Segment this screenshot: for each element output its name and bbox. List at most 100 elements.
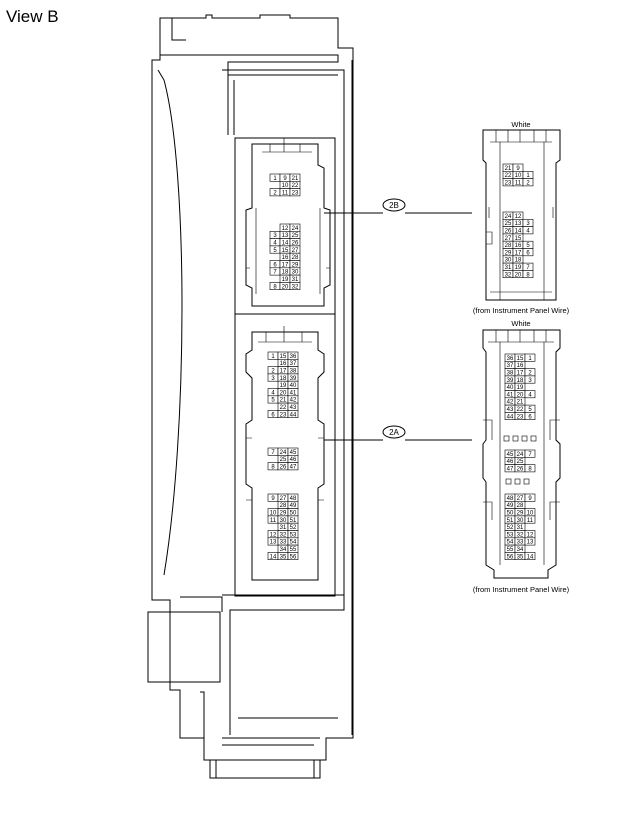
pin-number: 14 [515,229,522,235]
pin-number: 26 [292,241,299,247]
pin-number: 11 [515,181,522,187]
pin-number: 6 [271,412,275,418]
pin-number: 1 [526,173,530,179]
pin-number: 48 [507,496,514,502]
pin-number: 14 [282,241,289,247]
pin-number: 11 [527,518,534,524]
pin-number: 2 [273,191,277,197]
pin-number: 4 [528,392,532,398]
pin-number: 28 [280,503,287,509]
pin-number: 17 [517,371,524,377]
pin-number: 14 [270,554,277,560]
pin-number: 32 [280,532,287,538]
pin-number: 24 [505,214,512,220]
pin-cell [524,552,536,561]
view-title: View B [6,7,59,26]
pin-number: 54 [507,540,514,546]
pin-number: 8 [526,272,530,278]
pin-number: 31 [292,277,299,283]
pin-number: 17 [280,369,287,375]
pin-number: 32 [517,532,524,538]
pin-number: 52 [290,525,297,531]
pin-cell [522,178,534,187]
pin-number: 47 [507,467,514,473]
pin-number: 17 [282,262,289,268]
pin-number: 16 [517,363,524,369]
pin-number: 12 [282,226,289,232]
pin-number: 23 [292,191,299,197]
pin-number: 21 [292,176,299,182]
pin-cell [289,282,301,290]
callout-2a-label: 2A [389,428,399,437]
pin-number: 27 [505,236,512,242]
pin-number: 6 [526,250,530,256]
pin-number: 56 [507,554,514,560]
pin-number: 52 [507,525,514,531]
pin-number: 15 [517,356,524,362]
pin-number: 49 [507,503,514,509]
pin-cell [524,353,536,362]
pin-cell [524,375,536,384]
pin-cell [524,537,536,546]
pin-number: 13 [270,540,277,546]
pin-number: 22 [292,183,299,189]
pin-number: 16 [280,361,287,367]
pin-cell [524,412,536,420]
pin-number: 24 [517,452,524,458]
pin-number: 22 [280,405,287,411]
pin-number: 9 [283,176,287,182]
pin-number: 8 [271,465,275,471]
pin-number: 41 [507,392,514,398]
pin-number: 10 [515,173,522,179]
pin-number: 21 [280,398,287,404]
pin-number: 30 [292,270,299,276]
pin-number: 1 [271,354,275,360]
pin-number: 18 [517,378,524,384]
pin-cell [524,493,536,502]
pin-number: 15 [515,236,522,242]
pin-number: 4 [526,229,530,235]
pin-number: 9 [271,496,275,502]
pin-number: 26 [517,467,524,473]
junction-block-housing [147,14,354,779]
pin-number: 31 [505,265,512,271]
pin-number: 13 [282,233,289,239]
pin-number: 27 [280,496,287,502]
pin-number: 10 [282,183,289,189]
pin-number: 5 [526,243,530,249]
pin-number: 40 [507,385,514,391]
pin-number: 26 [280,465,287,471]
pin-cell [522,226,534,235]
pin-number: 43 [507,407,514,413]
pin-number: 35 [517,554,524,560]
pin-number: 2 [526,181,530,187]
pin-number: 12 [270,532,277,538]
pin-cell [289,188,301,197]
pin-number: 25 [292,233,299,239]
pin-number: 44 [290,412,297,418]
pin-number: 53 [507,532,514,538]
pin-number: 38 [507,371,514,377]
pin-number: 12 [515,214,522,220]
pin-number: 17 [515,250,522,256]
pin-number: 39 [290,376,297,382]
pin-number: 1 [528,356,532,362]
pin-number: 25 [280,457,287,463]
pin-number: 36 [290,354,297,360]
pin-number: 3 [273,233,277,239]
pin-number: 5 [271,398,275,404]
callout-2a-circle [382,425,406,439]
pin-number: 8 [273,284,277,290]
pin-number: 31 [517,525,524,531]
pin-number: 2 [271,369,275,375]
pin-number: 19 [515,265,522,271]
pin-number: 12 [527,532,534,538]
pin-number: 20 [515,272,522,278]
pin-number: 19 [282,277,289,283]
pin-number: 27 [517,496,524,502]
pin-cell [287,410,299,418]
pin-number: 37 [290,361,297,367]
pin-number: 37 [507,363,514,369]
pin-number: 3 [526,221,530,227]
